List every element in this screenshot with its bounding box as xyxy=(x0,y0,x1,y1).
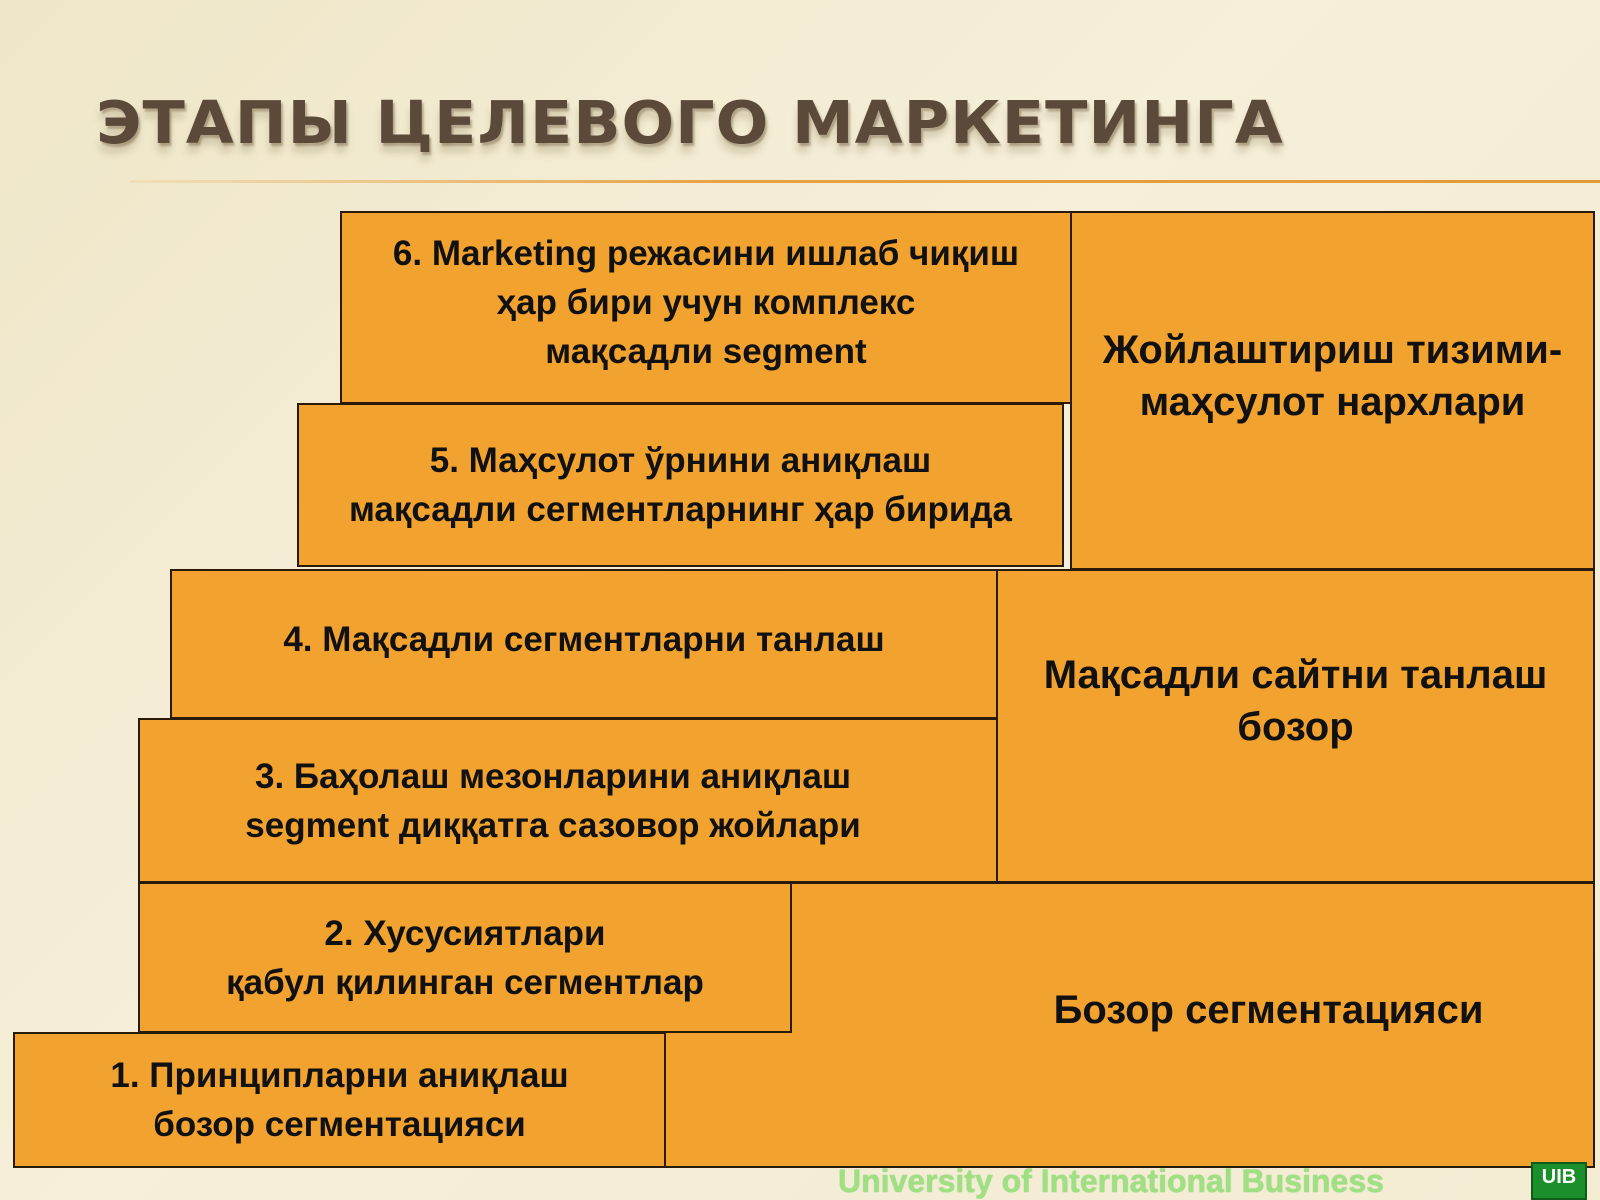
step-2-label: 2. Хусусиятлари қабул қилинган сегментла… xyxy=(226,913,704,1002)
page-title: ЭТАПЫ ЦЕЛЕВОГО МАРКЕТИНГА xyxy=(96,88,1284,158)
category-segmentation-label: Бозор сегментацияси xyxy=(1053,988,1484,1032)
step-1-label: 1. Принципларни аниқлаш бозор сегментаци… xyxy=(110,1056,569,1144)
step-3: 3. Баҳолаш мезонларини аниқлаш segment д… xyxy=(138,718,998,883)
category-targeting: Мақсадли сайтни танлаш бозор xyxy=(996,569,1595,883)
step-3-label: 3. Баҳолаш мезонларини аниқлаш segment д… xyxy=(245,756,861,845)
step-6: 6. Marketing режасини ишлаб чиқиш ҳар би… xyxy=(340,211,1072,404)
step-1: 1. Принципларни аниқлаш бозор сегментаци… xyxy=(13,1032,666,1168)
step-5: 5. Маҳсулот ўрнини аниқлаш мақсадли сегм… xyxy=(297,403,1064,567)
category-positioning-label: Жойлаштириш тизими- маҳсулот нархлари xyxy=(1102,327,1563,424)
uib-logo-text: UIB xyxy=(1541,1166,1577,1188)
category-targeting-label: Мақсадли сайтни танлаш бозор xyxy=(1043,653,1548,749)
step-4: 4. Мақсадли сегментларни танлаш xyxy=(170,569,998,719)
step-5-label: 5. Маҳсулот ўрнини аниқлаш мақсадли сегм… xyxy=(348,441,1013,529)
title-underline xyxy=(130,180,1600,183)
uib-logo: UIB xyxy=(1531,1162,1587,1200)
footer-university-name: University of International Business xyxy=(838,1163,1384,1199)
category-positioning: Жойлаштириш тизими- маҳсулот нархлари xyxy=(1070,211,1595,570)
step-6-label: 6. Marketing режасини ишлаб чиқиш ҳар би… xyxy=(392,234,1020,371)
step-4-label: 4. Мақсадли сегментларни танлаш xyxy=(283,619,885,659)
step-2: 2. Хусусиятлари қабул қилинган сегментла… xyxy=(138,882,792,1033)
category-segmentation: Бозор сегментацияси xyxy=(662,882,1595,1168)
